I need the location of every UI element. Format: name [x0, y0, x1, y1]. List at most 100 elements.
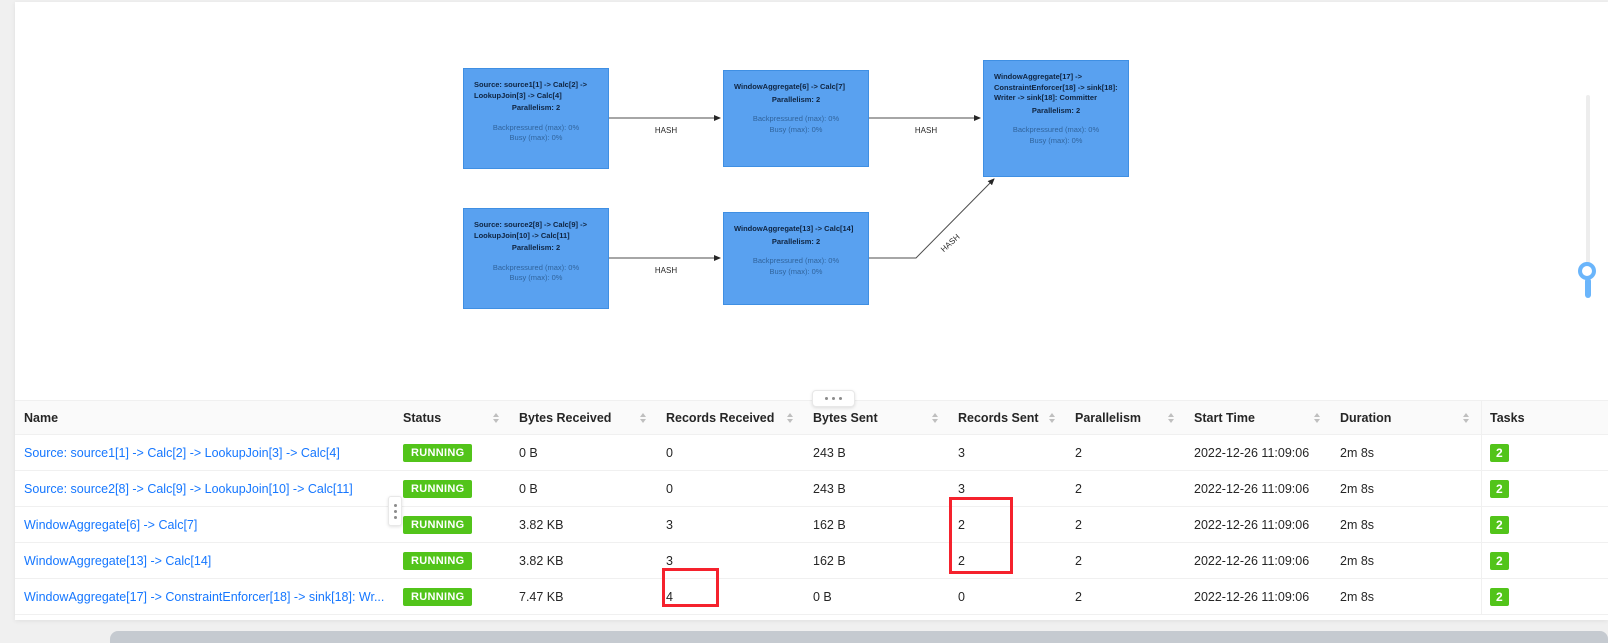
- cell-start_time: 2022-12-26 11:09:06: [1194, 517, 1310, 532]
- cell-name: Source: source2[8] -> Calc[9] -> LookupJ…: [15, 471, 395, 506]
- status-badge: RUNNING: [403, 587, 473, 606]
- vertical-ellipsis-icon: [393, 503, 397, 507]
- column-header-label: Parallelism: [1075, 410, 1142, 425]
- sort-icon[interactable]: [493, 412, 503, 423]
- caret-down-icon: [932, 418, 938, 423]
- job-vertex-node[interactable]: WindowAggregate[17] -> ConstraintEnforce…: [983, 60, 1129, 177]
- column-header-bytes_sent[interactable]: Bytes Sent: [805, 401, 950, 434]
- cell-bytes_sent: 0 B: [813, 589, 832, 604]
- cell-parallelism: 2: [1075, 517, 1082, 532]
- sort-icon[interactable]: [1168, 412, 1178, 423]
- vertex-node-title: WindowAggregate[17] -> ConstraintEnforce…: [994, 72, 1118, 102]
- cell-records_received: 3: [666, 517, 673, 532]
- vertex-node-title: Source: source2[8] -> Calc[9] -> LookupJ…: [474, 220, 587, 240]
- cell-duration: 2m 8s: [1340, 445, 1375, 460]
- bottom-window-edge: [110, 631, 1608, 643]
- column-header-label: Bytes Received: [519, 410, 612, 425]
- vertex-node-metrics: Backpressured (max): 0% Busy (max): 0%: [734, 114, 858, 135]
- sort-icon[interactable]: [787, 412, 797, 423]
- column-header-records_sent[interactable]: Records Sent: [950, 401, 1067, 434]
- vertex-node-parallelism: Parallelism: 2: [771, 236, 821, 246]
- vertex-node-metrics: Backpressured (max): 0% Busy (max): 0%: [474, 263, 598, 284]
- vertex-row: WindowAggregate[17] -> ConstraintEnforce…: [15, 579, 1608, 615]
- column-header-status[interactable]: Status: [395, 401, 511, 434]
- sort-icon[interactable]: [932, 412, 942, 423]
- vertex-name-link[interactable]: WindowAggregate[6] -> Calc[7]: [24, 517, 198, 532]
- vertex-name-link[interactable]: Source: source1[1] -> Calc[2] -> LookupJ…: [24, 445, 340, 460]
- vertex-node-backpressured: Backpressured (max): 0%: [1012, 125, 1100, 134]
- cell-start_time: 2022-12-26 11:09:06: [1194, 553, 1310, 568]
- job-vertex-node[interactable]: Source: source1[1] -> Calc[2] -> LookupJ…: [463, 68, 609, 169]
- edge-ship-strategy-label: HASH: [915, 126, 937, 135]
- vertex-name-link[interactable]: Source: source2[8] -> Calc[9] -> LookupJ…: [24, 481, 353, 496]
- cell-records_received: 0: [666, 445, 673, 460]
- vertex-node-metrics: Backpressured (max): 0% Busy (max): 0%: [734, 256, 858, 277]
- column-header-records_received[interactable]: Records Received: [658, 401, 805, 434]
- cell-tasks: 2: [1481, 435, 1608, 470]
- vertex-node-busy: Busy (max): 0%: [509, 133, 563, 142]
- vertex-name-link[interactable]: WindowAggregate[17] -> ConstraintEnforce…: [24, 589, 385, 604]
- cell-start_time: 2022-12-26 11:09:06: [1194, 589, 1310, 604]
- vertex-node-title: WindowAggregate[6] -> Calc[7]: [734, 82, 845, 91]
- cell-name: WindowAggregate[6] -> Calc[7]: [15, 507, 395, 542]
- vertex-row: Source: source2[8] -> Calc[9] -> LookupJ…: [15, 471, 1608, 507]
- zoom-slider-handle[interactable]: [1578, 262, 1596, 280]
- job-vertex-node[interactable]: WindowAggregate[6] -> Calc[7] Parallelis…: [723, 70, 869, 167]
- vertex-node-metrics: Backpressured (max): 0% Busy (max): 0%: [994, 125, 1118, 146]
- cell-start_time: 2022-12-26 11:09:06: [1194, 445, 1310, 460]
- cell-status: RUNNING: [395, 579, 511, 614]
- column-header-name: Name: [15, 401, 395, 434]
- column-header-bytes_received[interactable]: Bytes Received: [511, 401, 658, 434]
- caret-up-icon: [787, 412, 793, 417]
- cell-start_time: 2022-12-26 11:09:06: [1194, 481, 1310, 496]
- status-badge: RUNNING: [403, 443, 473, 462]
- cell-records_received: 4: [666, 589, 673, 604]
- vertex-name-link[interactable]: WindowAggregate[13] -> Calc[14]: [24, 553, 212, 568]
- cell-name: WindowAggregate[13] -> Calc[14]: [15, 543, 395, 578]
- tasks-count-badge: 2: [1490, 587, 1509, 606]
- column-header-start_time[interactable]: Start Time: [1186, 401, 1332, 434]
- cell-duration: 2m 8s: [1340, 481, 1375, 496]
- edge-ship-strategy-label: HASH: [655, 266, 677, 275]
- cell-bytes_sent: 162 B: [813, 517, 846, 532]
- cell-bytes_received: 0 B: [519, 445, 538, 460]
- cell-duration: 2m 8s: [1340, 517, 1375, 532]
- caret-down-icon: [493, 418, 499, 423]
- sort-icon[interactable]: [1049, 412, 1059, 423]
- column-resize-handle[interactable]: [388, 496, 402, 526]
- vertex-node-metrics: Backpressured (max): 0% Busy (max): 0%: [474, 123, 598, 144]
- column-header-tasks: Tasks: [1481, 401, 1608, 434]
- job-vertex-node[interactable]: Source: source2[8] -> Calc[9] -> LookupJ…: [463, 208, 609, 309]
- zoom-slider-handle-stem: [1585, 278, 1591, 298]
- vertex-node-busy: Busy (max): 0%: [509, 273, 563, 282]
- vertex-node-title: WindowAggregate[13] -> Calc[14]: [734, 224, 854, 233]
- cell-records_sent: 3: [958, 445, 965, 460]
- caret-down-icon: [1463, 418, 1469, 423]
- column-header-parallelism[interactable]: Parallelism: [1067, 401, 1186, 434]
- sort-icon[interactable]: [1314, 412, 1324, 423]
- job-vertex-node[interactable]: WindowAggregate[13] -> Calc[14] Parallel…: [723, 212, 869, 305]
- cell-duration: 2m 8s: [1340, 589, 1375, 604]
- sort-icon[interactable]: [1463, 412, 1473, 423]
- cell-parallelism: 2: [1075, 481, 1082, 496]
- vertex-node-busy: Busy (max): 0%: [769, 124, 823, 134]
- tasks-count-badge: 2: [1490, 479, 1509, 498]
- column-header-label: Duration: [1340, 410, 1392, 425]
- sort-icon[interactable]: [640, 412, 650, 423]
- panel-resize-handle[interactable]: [812, 390, 855, 407]
- zoom-slider-track[interactable]: [1586, 95, 1590, 273]
- vertex-row: Source: source1[1] -> Calc[2] -> LookupJ…: [15, 435, 1608, 471]
- vertex-node-parallelism: Parallelism: 2: [771, 94, 821, 104]
- cell-status: RUNNING: [395, 543, 511, 578]
- vertex-node-parallelism: Parallelism: 2: [511, 103, 561, 112]
- column-header-duration[interactable]: Duration: [1332, 401, 1481, 434]
- caret-down-icon: [787, 418, 793, 423]
- edge-line: [869, 178, 995, 259]
- vertex-node-backpressured: Backpressured (max): 0%: [752, 256, 840, 265]
